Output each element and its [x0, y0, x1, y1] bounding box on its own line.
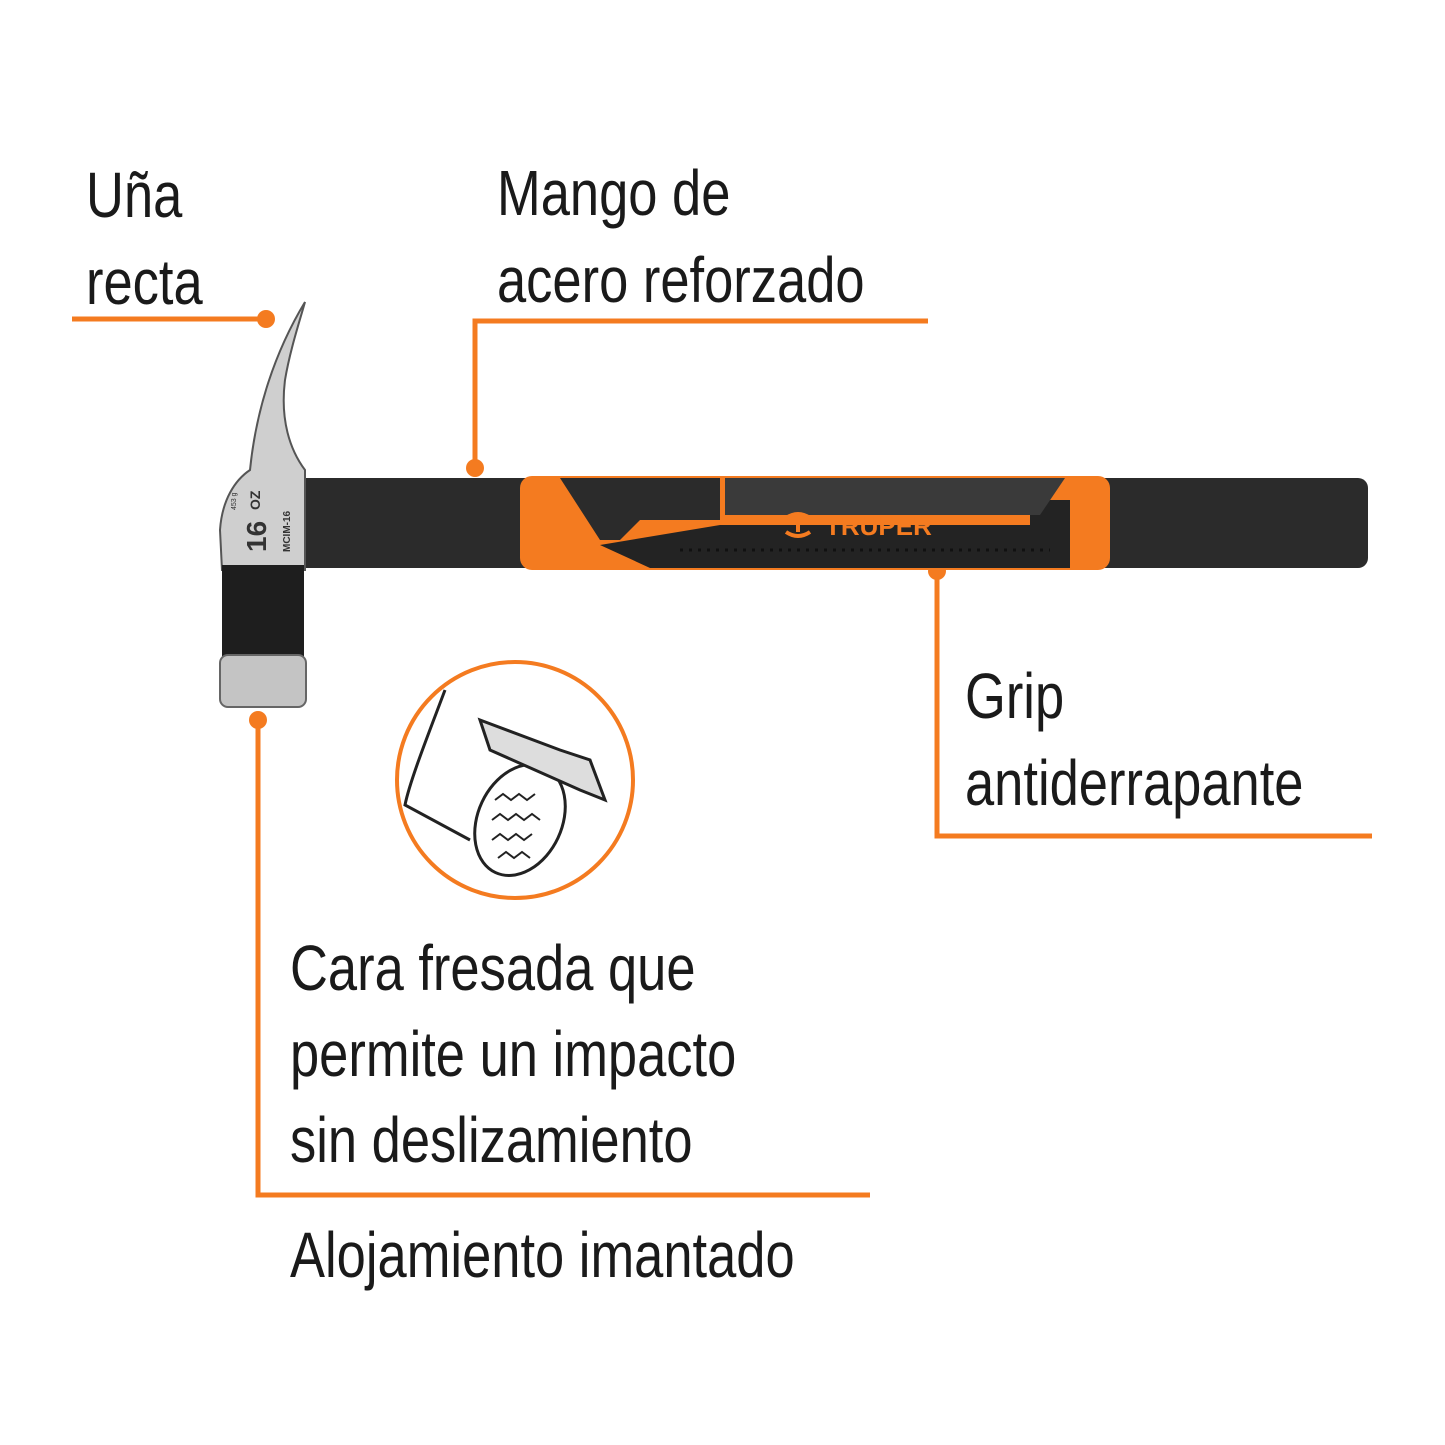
- face-callout-line: [255, 720, 870, 1198]
- grip-label-line2: antiderrapante: [965, 747, 1304, 819]
- face-callout-dot: [249, 711, 267, 729]
- face-label-line2: permite un impacto: [290, 1018, 737, 1090]
- magnet-detail-illustration: [395, 660, 635, 900]
- handle-callout-line: [472, 318, 928, 468]
- face-label-line1: Cara fresada que: [290, 932, 696, 1004]
- grip-label-line1: Grip: [965, 660, 1065, 732]
- callout-lines: [72, 316, 1372, 1198]
- grip-callout-line: [934, 571, 1372, 839]
- claw-callout-dot: [257, 310, 275, 328]
- magnet-label: Alojamiento imantado: [290, 1219, 795, 1291]
- stamp-weight-oz: 16: [241, 521, 272, 552]
- brand-logo: TRUPER: [825, 511, 932, 541]
- face-label-line3: sin deslizamiento: [290, 1104, 693, 1176]
- handle-label-line2: acero reforzado: [497, 244, 865, 316]
- stamp-unit: OZ: [247, 490, 263, 510]
- grip-texture: [725, 478, 1065, 515]
- handle-callout-dot: [466, 459, 484, 477]
- handle-label-line1: Mango de: [497, 157, 731, 229]
- sleeve-cutout: [560, 478, 720, 540]
- hammer-neck: [222, 565, 304, 660]
- milled-face: [219, 654, 307, 708]
- stamp-weight-g: 453 g: [231, 492, 238, 510]
- brand-logo-icon: [784, 512, 812, 538]
- claw-label-line2: recta: [86, 246, 203, 318]
- claw-head: [218, 301, 306, 571]
- stamp-model: MCIM-16: [282, 510, 293, 552]
- claw-label-line1: Uña: [86, 159, 183, 231]
- head-stamp: 16 OZ 453 g MCIM-16: [231, 490, 293, 552]
